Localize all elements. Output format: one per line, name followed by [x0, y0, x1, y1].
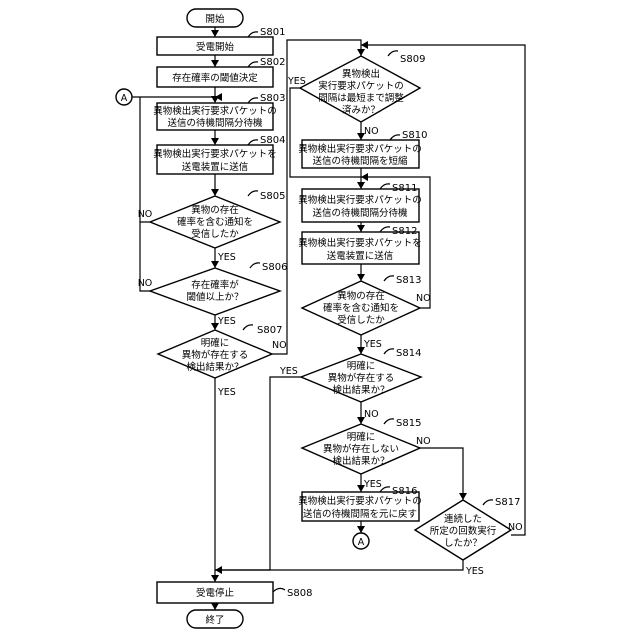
- decision-s815: 明確に 異物が存在しない 検出結果か？ S815: [302, 418, 421, 474]
- s816-text-2: 送信の待機間隔を元に戻す: [303, 508, 417, 520]
- s809-text-2: 実行要求パケットの: [318, 80, 404, 92]
- s813-text-3: 受信したか: [337, 314, 385, 326]
- s806-text-2: 閾値以上か？: [186, 291, 243, 303]
- edge-label-s813-no: NO: [416, 293, 431, 304]
- step-s811: 異物検出実行要求パケットの 送信の待機間隔分待機 S811: [298, 183, 422, 222]
- edge-label-s813-yes: YES: [363, 339, 382, 350]
- edge-label-s814-yes: YES: [279, 366, 298, 377]
- edge-label-s809-no: NO: [364, 126, 379, 137]
- step-s816: 異物検出実行要求パケットの 送信の待機間隔を元に戻す S816: [298, 486, 422, 521]
- edge-label-s805-no: NO: [138, 209, 153, 220]
- s815-text-2: 異物が存在しない: [323, 443, 399, 455]
- s811-text-2: 送信の待機間隔分待機: [312, 207, 408, 219]
- s812-step: S812: [392, 226, 417, 237]
- s810-text-1: 異物検出実行要求パケットの: [298, 143, 422, 155]
- edge-label-s817-yes: YES: [465, 566, 484, 577]
- s814-step: S814: [396, 348, 421, 359]
- decision-s814: 明確に 異物が存在する 検出結果か？ S814: [301, 348, 421, 402]
- s807-text-2: 異物が存在する: [182, 349, 249, 361]
- s809-step: S809: [400, 54, 425, 65]
- step-s802: 存在確率の閾値決定 S802: [157, 57, 285, 87]
- s806-text-1: 存在確率が: [191, 279, 239, 291]
- s807-text-3: 検出結果か？: [186, 361, 243, 373]
- s813-text-2: 確率を含む通知を: [323, 302, 399, 314]
- s817-text-2: 所定の回数実行: [430, 525, 497, 537]
- decision-s813: 異物の存在 確率を含む通知を 受信したか S813: [302, 275, 421, 335]
- s808-text: 受電停止: [196, 587, 235, 599]
- step-s812: 異物検出実行要求パケットを 送電装置に送信 S812: [298, 226, 422, 264]
- decision-s809: 異物検出 実行要求パケットの 間隔は最短まで調整 済みか？ S809: [300, 51, 425, 122]
- s810-step: S810: [402, 130, 427, 141]
- s814-text-3: 検出結果か？: [332, 384, 389, 396]
- s804-text-2: 送電装置に送信: [182, 161, 249, 173]
- edge-label-s815-no: NO: [416, 436, 431, 447]
- s803-step: S803: [260, 93, 285, 104]
- connector-a-bottom-label: A: [358, 537, 365, 548]
- s813-step: S813: [396, 275, 421, 286]
- s804-step: S804: [260, 135, 285, 146]
- edge-label-s805-yes: YES: [217, 252, 236, 263]
- s803-text-1: 異物検出実行要求パケットの: [153, 105, 277, 117]
- s815-text-1: 明確に: [347, 431, 376, 443]
- s809-text-3: 間隔は最短まで調整: [318, 92, 404, 104]
- start-terminal: 開始: [187, 9, 243, 27]
- s816-step: S816: [392, 486, 417, 497]
- decision-s806: 存在確率が 閾値以上か？ S806: [150, 262, 287, 315]
- s808-step: S808: [287, 588, 312, 599]
- start-label: 開始: [205, 13, 225, 25]
- s807-step: S807: [257, 325, 282, 336]
- s802-step: S802: [260, 57, 285, 68]
- s805-text-3: 受信したか: [191, 228, 239, 240]
- edge-label-s809-yes: YES: [287, 76, 306, 87]
- s817-text-1: 連続した: [444, 513, 482, 525]
- s815-text-3: 検出結果か？: [332, 455, 389, 467]
- s810-text-2: 送信の待機間隔を短縮: [312, 155, 407, 167]
- decision-s805: 異物の存在 確率を含む通知を 受信したか S805: [150, 191, 285, 248]
- end-label: 終了: [205, 614, 224, 626]
- connector-a-bottom: A: [353, 533, 369, 549]
- s814-text-2: 異物が存在する: [328, 372, 395, 384]
- end-terminal: 終了: [187, 610, 243, 628]
- s807-text-1: 明確に: [201, 337, 230, 349]
- s805-text-2: 確率を含む通知を: [177, 216, 253, 228]
- s804-text-1: 異物検出実行要求パケットを: [153, 148, 277, 160]
- s812-text-2: 送電装置に送信: [327, 250, 394, 262]
- step-s801: 受電開始 S801: [157, 27, 285, 55]
- s809-text-1: 異物検出: [342, 68, 380, 80]
- step-s808: 受電停止 S808: [157, 582, 312, 603]
- s813-text-1: 異物の存在: [337, 290, 385, 302]
- connector-a-left: A: [116, 89, 132, 105]
- s814-text-1: 明確に: [347, 360, 376, 372]
- decision-s807: 明確に 異物が存在する 検出結果か？ S807: [158, 325, 282, 378]
- s809-text-4: 済みか？: [342, 104, 380, 116]
- s812-text-1: 異物検出実行要求パケットを: [298, 237, 422, 249]
- s817-step: S817: [495, 497, 520, 508]
- s817-text-3: したか？: [444, 538, 482, 549]
- s801-step: S801: [260, 27, 285, 38]
- connector-a-left-label: A: [121, 93, 128, 104]
- step-s804: 異物検出実行要求パケットを 送電装置に送信 S804: [153, 135, 285, 174]
- s806-step: S806: [262, 262, 287, 273]
- s803-text-2: 送信の待機間隔分待機: [167, 117, 263, 129]
- s811-step: S811: [392, 183, 417, 194]
- edge-label-s806-no: NO: [138, 278, 153, 289]
- edge-label-s807-yes: YES: [217, 387, 236, 398]
- s811-text-1: 異物検出実行要求パケットの: [298, 194, 422, 206]
- edge-label-s806-yes: YES: [217, 316, 236, 327]
- s815-step: S815: [396, 418, 421, 429]
- decision-s817: 連続した 所定の回数実行 したか？ S817: [415, 497, 520, 560]
- s805-text-1: 異物の存在: [191, 204, 239, 216]
- edge-label-s814-no: NO: [364, 409, 379, 420]
- s801-text: 受電開始: [196, 41, 235, 53]
- edge-label-s817-no: NO: [508, 522, 523, 533]
- edge-label-s815-yes: YES: [363, 479, 382, 490]
- s802-text: 存在確率の閾値決定: [172, 72, 258, 84]
- s805-step: S805: [260, 191, 285, 202]
- edge-label-s807-no: NO: [272, 340, 287, 351]
